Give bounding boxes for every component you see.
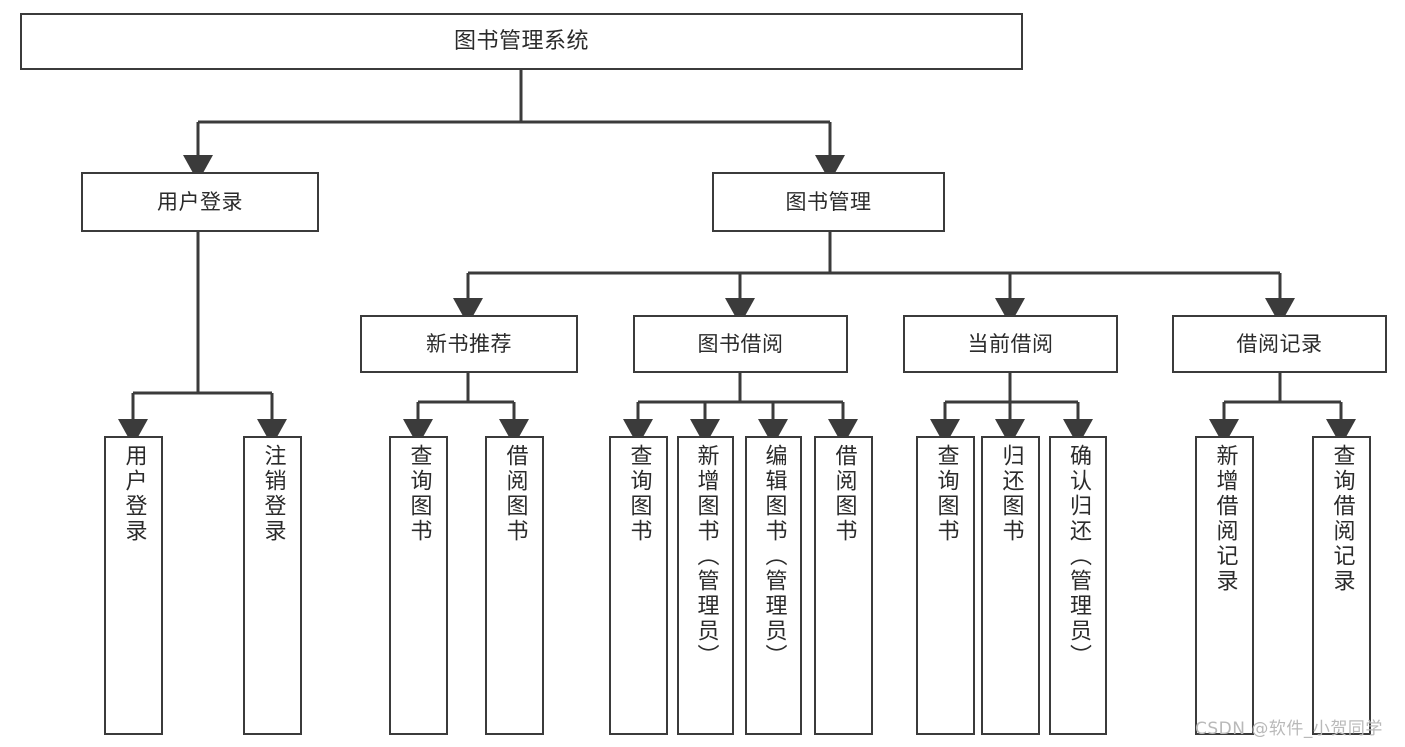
node-book-management[interactable]: 图书管理 <box>712 172 945 232</box>
node-label: 查询借阅记录 <box>1329 444 1355 594</box>
node-label: 确认归还（管理员） <box>1066 444 1091 669</box>
leaf-book-borrow-query[interactable]: 查询图书 <box>609 436 668 735</box>
leaf-user-login-signin[interactable]: 用户登录 <box>104 436 163 735</box>
node-label: 当前借阅 <box>967 331 1054 356</box>
node-current-borrow[interactable]: 当前借阅 <box>903 315 1118 373</box>
node-label: 借阅图书 <box>831 444 857 544</box>
node-label: 新书推荐 <box>426 331 512 356</box>
leaf-current-borrow-confirm-return[interactable]: 确认归还（管理员） <box>1049 436 1107 735</box>
node-label: 查询图书 <box>406 444 432 544</box>
leaf-book-borrow-borrow[interactable]: 借阅图书 <box>814 436 873 735</box>
node-label: 借阅记录 <box>1236 331 1323 356</box>
node-label: 新增图书（管理员） <box>693 444 719 669</box>
node-borrow-record[interactable]: 借阅记录 <box>1172 315 1387 373</box>
node-label: 归还图书 <box>998 444 1024 544</box>
node-label: 查询图书 <box>626 444 652 544</box>
leaf-new-book-borrow[interactable]: 借阅图书 <box>485 436 544 735</box>
node-label: 新增借阅记录 <box>1212 444 1238 594</box>
leaf-book-borrow-edit[interactable]: 编辑图书（管理员） <box>745 436 802 735</box>
node-label: 借阅图书 <box>502 444 528 544</box>
node-label: 用户登录 <box>157 189 243 214</box>
leaf-user-login-signout[interactable]: 注销登录 <box>243 436 302 735</box>
leaf-borrow-record-add[interactable]: 新增借阅记录 <box>1195 436 1254 735</box>
node-label: 图书借阅 <box>697 331 784 356</box>
leaf-new-book-query[interactable]: 查询图书 <box>389 436 448 735</box>
node-label: 注销登录 <box>260 444 286 544</box>
node-book-borrow[interactable]: 图书借阅 <box>633 315 848 373</box>
leaf-current-borrow-return[interactable]: 归还图书 <box>981 436 1040 735</box>
leaf-borrow-record-query[interactable]: 查询借阅记录 <box>1312 436 1371 735</box>
node-label: 图书管理系统 <box>453 28 589 54</box>
leaf-book-borrow-add[interactable]: 新增图书（管理员） <box>677 436 734 735</box>
node-label: 查询图书 <box>933 444 959 544</box>
node-user-login[interactable]: 用户登录 <box>81 172 319 232</box>
node-label: 编辑图书（管理员） <box>761 444 787 669</box>
node-new-book-recommend[interactable]: 新书推荐 <box>360 315 578 373</box>
node-label: 用户登录 <box>121 444 147 544</box>
node-root-system[interactable]: 图书管理系统 <box>20 13 1023 70</box>
leaf-current-borrow-query[interactable]: 查询图书 <box>916 436 975 735</box>
node-label: 图书管理 <box>785 189 872 214</box>
csdn-watermark: CSDN @软件_小贺同学 <box>1195 719 1383 739</box>
